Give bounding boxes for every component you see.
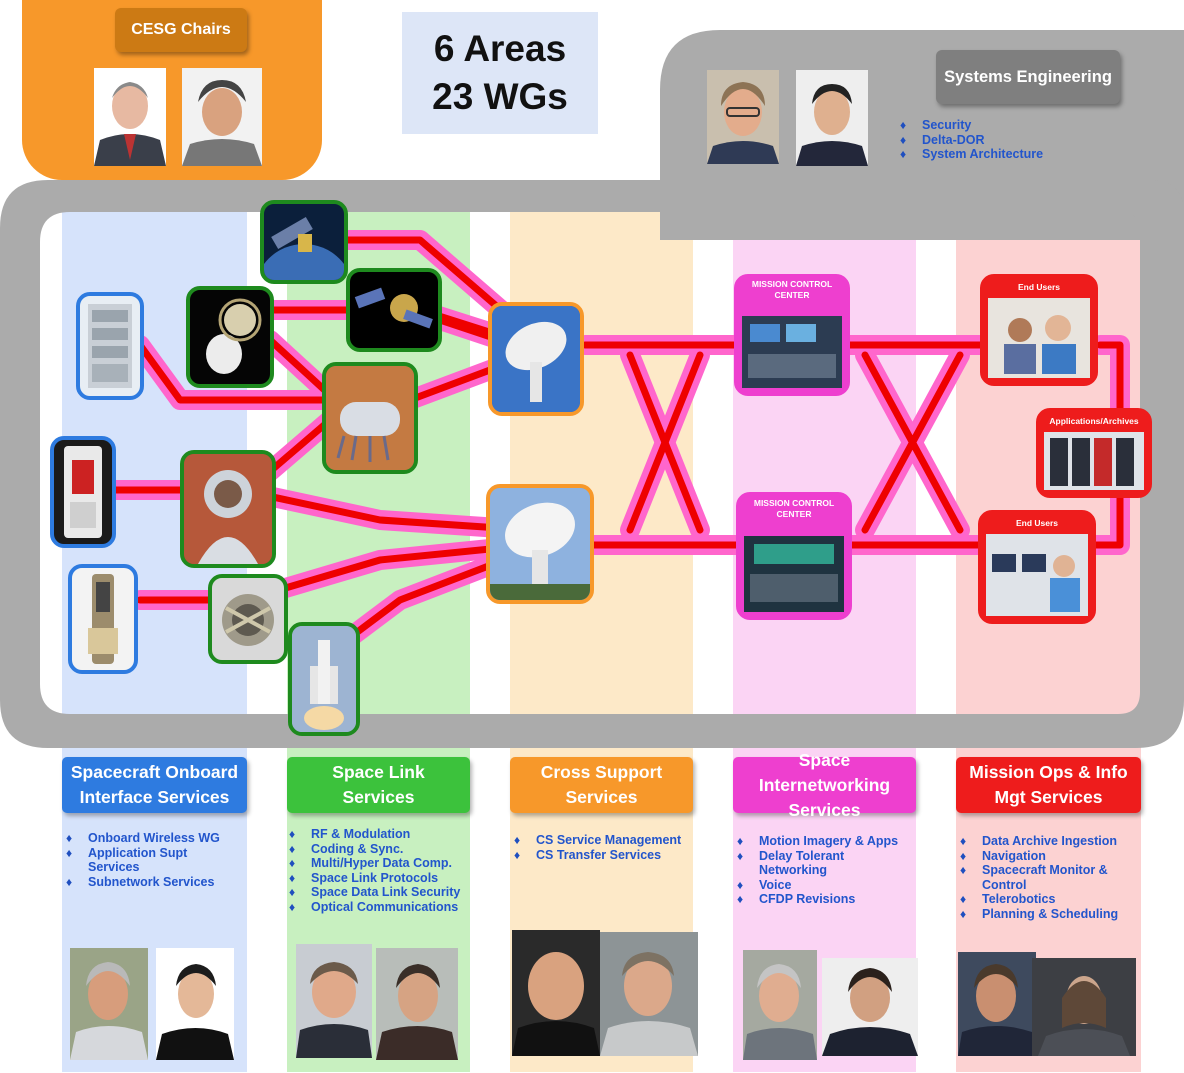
list-item: Security [900,118,1100,133]
list-item: System Architecture [900,147,1100,162]
area-lead-photo [296,944,372,1058]
list-item: Delay Tolerant Networking [737,849,913,878]
astronaut-node [180,450,276,568]
list-item: Multi/Hyper Data Comp. [289,856,471,871]
habitat-node [322,362,418,474]
wgs-count: 23 WGs [432,76,568,117]
rover-node [208,574,288,664]
area-lead-photo [600,932,698,1056]
main-gray-frame [0,180,1184,748]
end-users-label-2: End Users [1015,518,1059,528]
list-item: Motion Imagery & Apps [737,834,913,849]
area-list-spacecraft-onboard: Onboard Wireless WG Application Supt Ser… [66,831,241,889]
area-header-spacecraft-onboard: Spacecraft Onboard Interface Services [62,757,247,813]
systems-engineering-list: Security Delta-DOR System Architecture [900,118,1100,162]
area-lead-photo [512,930,600,1056]
area-lead-photo [822,958,918,1056]
list-item: Space Data Link Security [289,885,471,900]
list-item: Onboard Wireless WG [66,831,241,846]
area-list-mission-ops: Data Archive Ingestion Navigation Spacec… [960,834,1138,921]
list-item: Coding & Sync. [289,842,471,857]
end-users-node-1 [980,274,1098,386]
list-item: Delta-DOR [900,133,1100,148]
se-photo-1 [707,70,779,164]
area-lead-photo [743,950,817,1060]
list-item: Subnetwork Services [66,875,241,890]
area-header-mission-ops: Mission Ops & Info Mgt Services [956,757,1141,813]
satellite-node [260,200,348,284]
list-item: Telerobotics [960,892,1138,907]
systems-engineering-title: Systems Engineering [936,50,1120,104]
area-lead-photo [1032,958,1136,1056]
area-lead-photo [156,948,234,1060]
lander-node [186,286,274,388]
chair-photo-2 [182,68,262,166]
list-item: CFDP Revisions [737,892,913,907]
area-lead-photo [958,952,1036,1056]
summary-box: 6 Areas 23 WGs [402,12,598,134]
mission-control-label-2: MISSION CONTROL CENTER [753,498,835,519]
area-lead-photo [70,948,148,1060]
area-list-space-internetworking: Motion Imagery & Apps Delay Tolerant Net… [737,834,913,907]
list-item: RF & Modulation [289,827,471,842]
onboard-rack-node [76,292,144,400]
area-header-space-internetworking: Space Internetworking Services [733,750,916,820]
area-header-space-link: Space Link Services [287,757,470,813]
cesg-chairs-title: CESG Chairs [115,8,247,52]
list-item: CS Transfer Services [514,848,686,863]
area-list-space-link: RF & Modulation Coding & Sync. Multi/Hyp… [289,827,471,914]
onboard-module-node [50,436,116,548]
list-item: Application Supt Services [66,846,241,875]
applications-archives-node [1036,408,1152,498]
end-users-node-2 [978,510,1096,624]
area-lead-photo [376,948,458,1060]
chair-photo-1 [94,68,166,166]
mission-control-node-2 [736,492,852,620]
list-item: Space Link Protocols [289,871,471,886]
end-users-label-1: End Users [1017,282,1061,292]
onboard-instrument-node [68,564,138,674]
list-item: Data Archive Ingestion [960,834,1138,849]
area-list-cross-support: CS Service Management CS Transfer Servic… [514,833,686,862]
list-item: Optical Communications [289,900,471,915]
list-item: CS Service Management [514,833,686,848]
antenna-node-2 [486,484,594,604]
spacecraft-node [346,268,442,352]
antenna-node-1 [488,302,584,416]
areas-count: 6 Areas [433,28,567,69]
list-item: Planning & Scheduling [960,907,1138,922]
list-item: Spacecraft Monitor & Control [960,863,1138,892]
se-photo-2 [796,70,868,166]
list-item: Navigation [960,849,1138,864]
list-item: Voice [737,878,913,893]
applications-archives-label: Applications/Archives [1049,416,1139,426]
area-header-cross-support: Cross Support Services [510,757,693,813]
rocket-node [288,622,360,736]
mission-control-node-1 [734,274,850,396]
mission-control-label-1: MISSION CONTROL CENTER [751,279,833,300]
